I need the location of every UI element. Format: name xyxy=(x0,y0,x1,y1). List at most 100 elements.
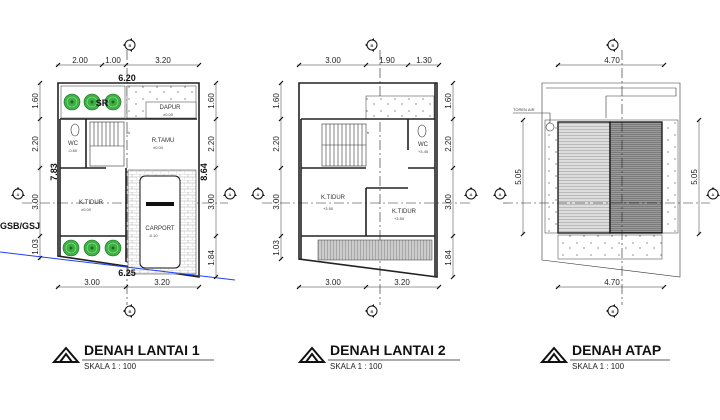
plan-title: DENAH ATAP xyxy=(572,342,661,358)
room-k-tidur: K.TIDUR xyxy=(392,209,417,215)
dim-top: 2.00 xyxy=(72,56,88,65)
dim-right: 2.20 xyxy=(444,136,453,152)
svg-text:B: B xyxy=(612,309,615,314)
setback-line xyxy=(0,251,236,281)
svg-text:A: A xyxy=(257,192,260,197)
dim-left: 3.00 xyxy=(31,194,40,210)
svg-text:B: B xyxy=(371,309,374,314)
roof-panel-left xyxy=(557,121,611,234)
svg-text:B: B xyxy=(129,43,132,48)
svg-text:-0.10: -0.10 xyxy=(148,233,158,238)
dim-right: 5.05 xyxy=(690,169,699,185)
dim-top: 1.90 xyxy=(379,56,395,65)
svg-text:±0.00: ±0.00 xyxy=(153,145,164,150)
drawing-logo-icon xyxy=(539,346,569,363)
dim-right: 1.84 xyxy=(207,250,216,266)
svg-text:A: A xyxy=(17,192,20,197)
dim-left: 1.03 xyxy=(31,239,40,255)
plan-scale: SKALA 1 : 100 xyxy=(84,362,137,371)
stair-label: tr xyxy=(367,130,370,135)
plan-lantai-1: 2.00 1.00 3.20 3.00 3.20 1.60 2.20 3.00 … xyxy=(0,37,238,319)
total-width-bottom: 6.25 xyxy=(118,268,136,278)
title-block-lantai-2: DENAH LANTAI 2 SKALA 1 : 100 xyxy=(297,342,460,371)
svg-text:A: A xyxy=(499,192,502,197)
dim-bottom: 3.20 xyxy=(394,278,410,287)
dim-left: 3.00 xyxy=(272,194,281,210)
dim-left: 2.20 xyxy=(272,136,281,152)
room-carport: CARPORT xyxy=(145,226,175,232)
svg-text:+3.45: +3.45 xyxy=(418,149,429,154)
room-sr: SR xyxy=(96,98,109,108)
canopy xyxy=(557,234,663,260)
svg-text:±0.00: ±0.00 xyxy=(163,112,174,117)
roof-outline xyxy=(541,82,681,278)
svg-text:±0.00: ±0.00 xyxy=(81,207,92,212)
dim-left: 1.60 xyxy=(272,93,281,109)
building-outline xyxy=(298,82,438,278)
dim-left: 1.60 xyxy=(31,93,40,109)
dim-top: 1.00 xyxy=(105,56,121,65)
svg-text:A: A xyxy=(712,192,715,197)
total-width-top: 6.20 xyxy=(118,73,136,83)
dim-right: 1.60 xyxy=(207,93,216,109)
plan-scale: SKALA 1 : 100 xyxy=(330,362,383,371)
dim-top: 3.00 xyxy=(325,56,341,65)
setback-label: GSB/GSJ xyxy=(0,221,40,231)
building-outline xyxy=(57,82,200,278)
svg-text:A: A xyxy=(470,192,473,197)
title-block-lantai-1: DENAH LANTAI 1 SKALA 1 : 100 xyxy=(51,342,214,371)
dim-right: 1.60 xyxy=(444,93,453,109)
dim-right: 2.20 xyxy=(207,136,216,152)
dim-bottom: 3.00 xyxy=(325,278,341,287)
svg-text:-0.60: -0.60 xyxy=(68,148,78,153)
stairs xyxy=(321,123,367,167)
plan-lantai-2: 3.00 1.90 1.30 3.00 3.20 1.60 2.20 3.00 … xyxy=(250,37,479,319)
toilet-icon xyxy=(70,123,80,137)
plan-title: DENAH LANTAI 1 xyxy=(84,342,200,358)
room-k-tidur: K.TIDUR xyxy=(321,195,346,201)
stair-label: nk xyxy=(126,130,130,135)
svg-text:B: B xyxy=(371,43,374,48)
dim-top: 4.70 xyxy=(604,56,620,65)
drawing-logo-icon xyxy=(51,346,81,363)
svg-text:B: B xyxy=(612,43,615,48)
dim-top: 3.20 xyxy=(155,56,171,65)
tank-label: TOREN AIR xyxy=(513,107,535,112)
dim-bottom: 3.20 xyxy=(154,278,170,287)
drawing-logo-icon xyxy=(297,346,327,363)
dim-right: 3.00 xyxy=(207,194,216,210)
dapur-counter xyxy=(145,101,197,119)
roof-panel-right xyxy=(609,121,663,234)
svg-text:B: B xyxy=(129,309,132,314)
dim-bottom: 4.70 xyxy=(604,278,620,287)
dim-left: 5.05 xyxy=(514,169,523,185)
dim-left: 1.03 xyxy=(272,240,281,256)
svg-text:+3.50: +3.50 xyxy=(323,206,334,211)
tree-icon xyxy=(104,239,122,257)
dim-right: 1.84 xyxy=(444,250,453,266)
total-depth-right: 8.64 xyxy=(199,163,209,181)
tree-icon xyxy=(62,239,80,257)
room-r-tamu: R.TAMU xyxy=(152,138,175,144)
plan-scale: SKALA 1 : 100 xyxy=(572,362,625,371)
stairs xyxy=(89,121,125,167)
water-tank-icon xyxy=(545,122,555,132)
dim-right: 3.00 xyxy=(444,194,453,210)
title-block-atap: DENAH ATAP SKALA 1 : 100 xyxy=(539,342,670,371)
dim-left: 2.20 xyxy=(31,136,40,152)
car-icon xyxy=(139,175,181,269)
svg-text:+3.50: +3.50 xyxy=(394,216,405,221)
plan-atap: TOREN AIR 4.70 4.70 5.05 5.05 A A B B xyxy=(492,37,720,319)
dim-top: 1.30 xyxy=(416,56,432,65)
toilet-icon xyxy=(417,124,427,138)
total-depth-left: 7.83 xyxy=(49,163,59,181)
svg-text:A: A xyxy=(229,192,232,197)
balcony-railing xyxy=(317,239,433,261)
room-k-tidur: K.TIDUR xyxy=(79,200,104,206)
dim-bottom: 3.00 xyxy=(84,278,100,287)
plan-title: DENAH LANTAI 2 xyxy=(330,342,446,358)
tree-icon xyxy=(83,239,101,257)
room-wc: WC xyxy=(418,142,429,148)
tree-icon xyxy=(63,93,81,111)
